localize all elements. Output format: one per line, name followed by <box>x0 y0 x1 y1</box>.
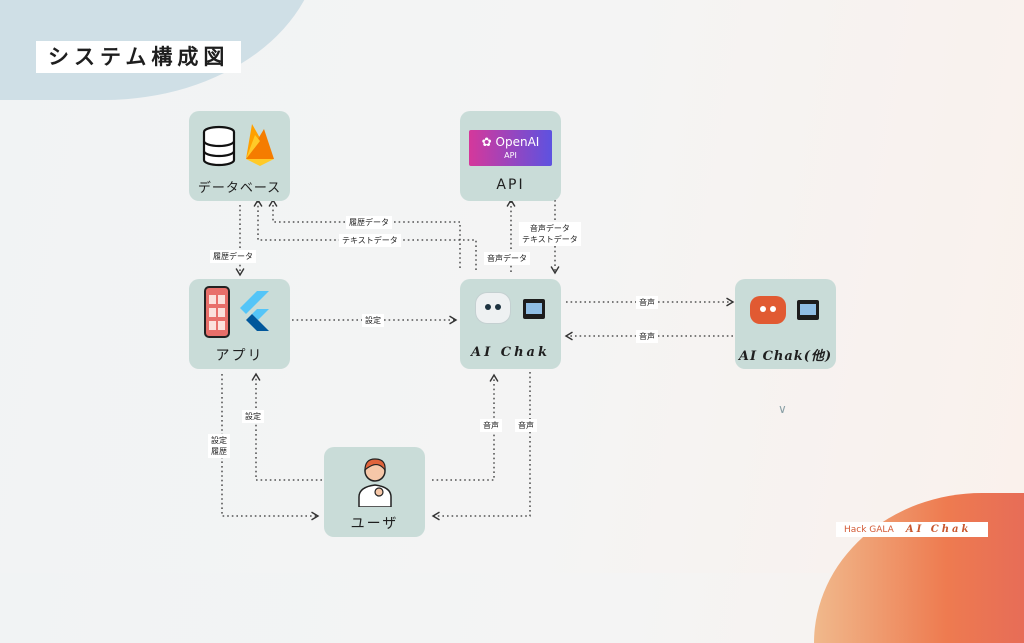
node-api: ✿ OpenAI API API <box>460 111 561 201</box>
display-icon <box>797 300 819 320</box>
phone-icon <box>204 286 230 338</box>
edge-label-user-to-chak: 音声 <box>480 419 502 432</box>
edge-app-to-user <box>221 374 320 521</box>
openai-logo-sub: API <box>504 151 517 160</box>
display-icon <box>523 299 545 319</box>
edge-label-api-out-voice: 音声データ <box>529 224 570 233</box>
edge-label-app-to-user: 設定 履歴 <box>208 434 230 458</box>
edge-label-app-to-user-settings: 設定 <box>211 436 227 445</box>
edge-chak-to-user <box>431 372 531 521</box>
edge-label-history-to-db: 履歴データ <box>346 216 392 229</box>
edge-label-text-to-db: テキストデータ <box>339 234 401 247</box>
footer-badge: Hack GALA AI Chak <box>836 522 988 537</box>
app-label: アプリ <box>215 348 264 364</box>
page-title: システム構成図 <box>36 41 242 73</box>
edge-label-api-in-voice: 音声データ <box>484 252 530 265</box>
edge-label-app-to-user-history: 履歴 <box>211 447 227 456</box>
openai-logo: ✿ OpenAI API <box>469 130 552 166</box>
openai-logo-text: OpenAI <box>495 135 540 149</box>
edge-label-user-to-app: 設定 <box>242 410 264 423</box>
aichak-label: AI Chak <box>471 345 550 360</box>
edge-label-other-to-chak: 音声 <box>636 330 658 343</box>
edge-label-db-to-app: 履歴データ <box>210 250 256 263</box>
edge-label-chak-to-other: 音声 <box>636 296 658 309</box>
footer-event: Hack GALA <box>844 525 894 535</box>
openai-swirl-icon: ✿ <box>481 135 492 149</box>
api-label: API <box>496 177 525 193</box>
flutter-icon <box>240 291 269 331</box>
user-icon <box>358 458 392 507</box>
node-aichak-other: AI Chak(他) <box>735 279 836 369</box>
robot-red-icon <box>750 296 786 324</box>
node-app: アプリ <box>189 279 290 369</box>
chevron-down-icon: ∨ <box>778 402 787 416</box>
edge-label-api-out: 音声データ テキストデータ <box>519 222 581 246</box>
edge-label-api-out-text: テキストデータ <box>522 235 578 244</box>
edge-label-chak-to-user: 音声 <box>515 419 537 432</box>
node-database: データベース <box>189 111 290 201</box>
user-label: ユーザ <box>350 516 399 532</box>
robot-icon <box>476 293 510 323</box>
edge-label-app-to-chak: 設定 <box>362 314 384 327</box>
node-user: ユーザ <box>324 447 425 537</box>
footer-brand: AI Chak <box>905 524 972 535</box>
aichak-other-label: AI Chak(他) <box>738 349 833 364</box>
database-label: データベース <box>197 181 282 196</box>
node-aichak: AI Chak <box>460 279 561 369</box>
firebase-icon <box>246 124 274 166</box>
database-icon <box>202 125 236 167</box>
edge-user-to-app <box>251 372 322 481</box>
